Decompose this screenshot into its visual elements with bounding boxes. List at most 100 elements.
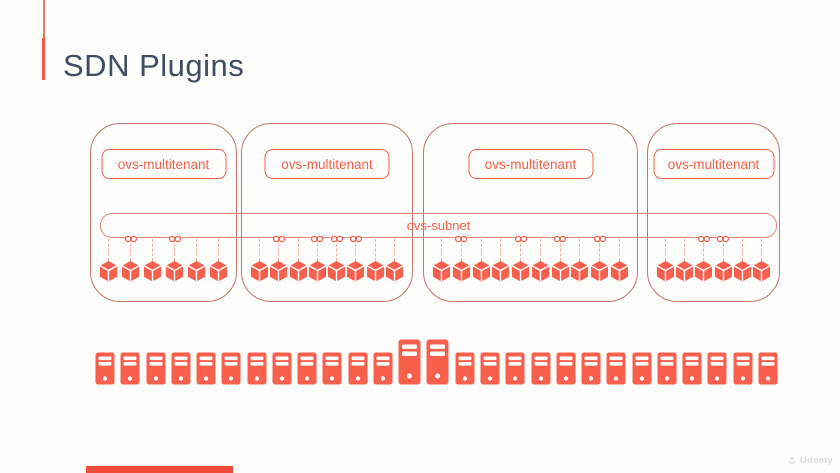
cube-icon <box>491 261 510 282</box>
cube-icon <box>714 261 733 282</box>
cube-icon <box>327 261 346 282</box>
cube-icon <box>551 261 570 282</box>
pod-cell <box>143 239 162 282</box>
server-icon <box>247 352 267 385</box>
server-icon <box>505 352 525 385</box>
ovs-multitenant-label: ovs-multitenant <box>653 149 774 179</box>
pod-row <box>247 235 407 282</box>
server-icon <box>581 352 601 385</box>
cube-icon <box>346 261 365 282</box>
server-icon <box>733 352 753 385</box>
pod-row <box>653 235 774 282</box>
pod-cell <box>452 235 471 282</box>
sdn-node-container: ovs-multitenant <box>423 123 638 302</box>
server-icon <box>606 352 626 385</box>
link-icon <box>454 235 468 243</box>
sdn-node-container: ovs-multitenant <box>241 123 413 302</box>
udemy-logo-icon <box>787 456 797 466</box>
server-icon <box>221 352 241 385</box>
server-icon <box>272 352 292 385</box>
link-icon <box>330 235 344 243</box>
cube-icon <box>432 261 451 282</box>
cube-icon <box>209 261 228 282</box>
link-icon <box>697 235 711 243</box>
pod-connector-line <box>218 239 219 261</box>
pod-connector-line <box>108 239 109 261</box>
cube-icon <box>733 261 752 282</box>
pod-cell <box>610 239 629 282</box>
cube-icon <box>472 261 491 282</box>
link-icon <box>514 235 528 243</box>
link-icon <box>593 235 607 243</box>
pod-connector-line <box>355 239 357 261</box>
server-icon <box>632 352 652 385</box>
server-icon-large <box>426 339 449 385</box>
pod-row <box>96 235 231 282</box>
pod-connector-line <box>196 239 197 261</box>
pod-connector-line <box>500 239 502 261</box>
server-icon <box>707 352 727 385</box>
udemy-watermark: Udemy <box>787 455 833 466</box>
bottom-accent-bar <box>86 466 233 473</box>
pod-cell <box>209 239 228 282</box>
link-icon <box>310 235 324 243</box>
pod-connector-line <box>722 239 724 261</box>
server-icon <box>455 352 475 385</box>
pod-connector-line <box>130 239 131 261</box>
pod-cell <box>327 235 346 282</box>
pod-connector-line <box>665 239 666 261</box>
pod-connector-line <box>684 239 686 261</box>
cube-icon <box>143 261 162 282</box>
pod-cell <box>531 239 550 282</box>
pod-cell <box>385 239 404 282</box>
server-icon <box>480 352 500 385</box>
pod-cell <box>590 235 609 282</box>
pod-connector-line <box>579 239 581 261</box>
cube-icon <box>269 261 288 282</box>
link-icon <box>168 235 182 243</box>
pod-cell <box>570 239 589 282</box>
cube-icon <box>656 261 675 282</box>
pod-cell <box>121 235 140 282</box>
link-icon <box>349 235 363 243</box>
pod-connector-line <box>703 239 705 261</box>
cube-icon <box>308 261 327 282</box>
pod-cell <box>250 239 269 282</box>
sdn-node-container: ovs-multitenant <box>647 123 780 302</box>
server-icon <box>348 352 368 385</box>
pod-connector-line <box>336 239 338 261</box>
ovs-multitenant-label: ovs-multitenant <box>101 149 226 179</box>
pod-cell <box>366 239 385 282</box>
udemy-watermark-text: Udemy <box>799 455 833 466</box>
pod-connector-line <box>559 239 561 261</box>
top-accent-line-thick <box>42 38 45 80</box>
pod-cell <box>472 239 491 282</box>
sdn-node-container: ovs-multitenant <box>90 123 237 302</box>
cube-icon <box>99 261 118 282</box>
cube-icon <box>590 261 609 282</box>
pod-cell <box>551 235 570 282</box>
cube-icon <box>165 261 184 282</box>
server-icon <box>322 352 342 385</box>
link-icon <box>716 235 730 243</box>
cube-icon <box>694 261 713 282</box>
server-icon <box>657 352 677 385</box>
link-icon <box>272 235 286 243</box>
cube-icon <box>752 261 771 282</box>
pod-connector-line <box>152 239 153 261</box>
pod-connector-line <box>520 239 522 261</box>
link-icon <box>553 235 567 243</box>
pod-row <box>429 235 632 282</box>
server-icon <box>373 352 393 385</box>
cube-icon <box>187 261 206 282</box>
server-icon <box>146 352 166 385</box>
host-server-row <box>95 339 778 385</box>
pod-cell <box>346 235 365 282</box>
pod-connector-line <box>297 239 299 261</box>
server-icon <box>196 352 216 385</box>
pod-cell <box>694 235 713 282</box>
pod-cell <box>187 239 206 282</box>
cube-icon <box>452 261 471 282</box>
server-icon <box>171 352 191 385</box>
pod-cell <box>675 239 694 282</box>
